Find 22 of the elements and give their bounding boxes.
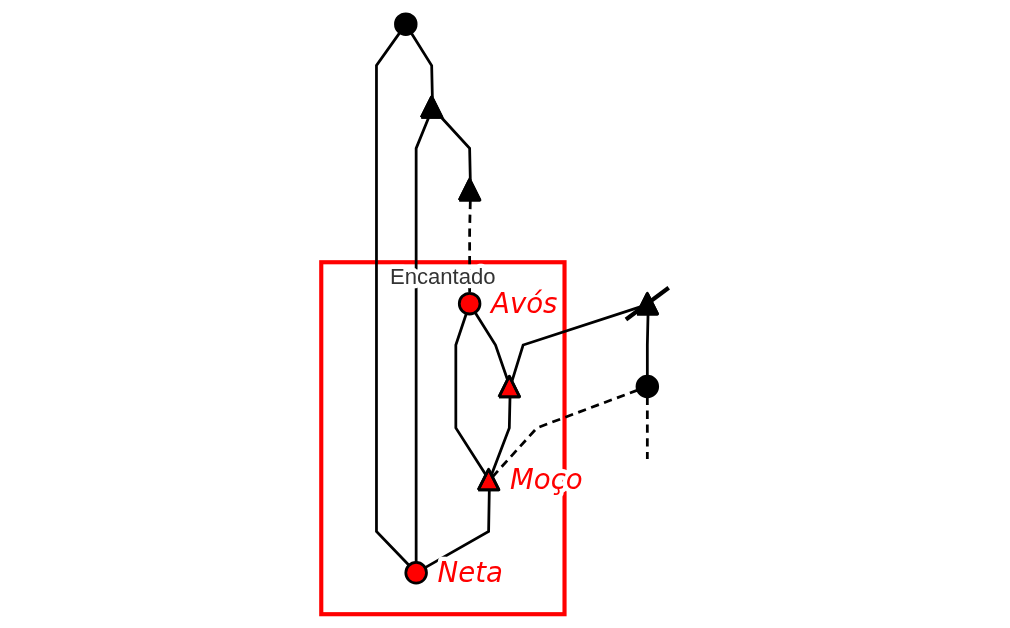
kinship-line [490,397,512,476]
node-caption: Avós [491,287,558,321]
node-caption: Neta [437,556,503,590]
kinship-line [468,200,472,294]
kinship-line [491,388,639,478]
kinship-line [440,117,472,181]
deceased-male-triangle [624,286,670,322]
female-circle [404,561,428,585]
kinship-line [645,314,650,377]
kinship-line [454,313,488,477]
kinship-line [424,490,491,569]
kinship-line [375,31,410,567]
male-triangle [457,178,482,202]
male-triangle [497,374,522,399]
male-triangle [476,467,501,492]
female-circle [457,291,482,316]
female-circle [394,12,418,36]
male-triangle [419,95,444,119]
female-circle [635,374,660,399]
kinship-line [414,117,430,563]
kinship-line [645,396,649,459]
kinship-line [410,32,434,98]
